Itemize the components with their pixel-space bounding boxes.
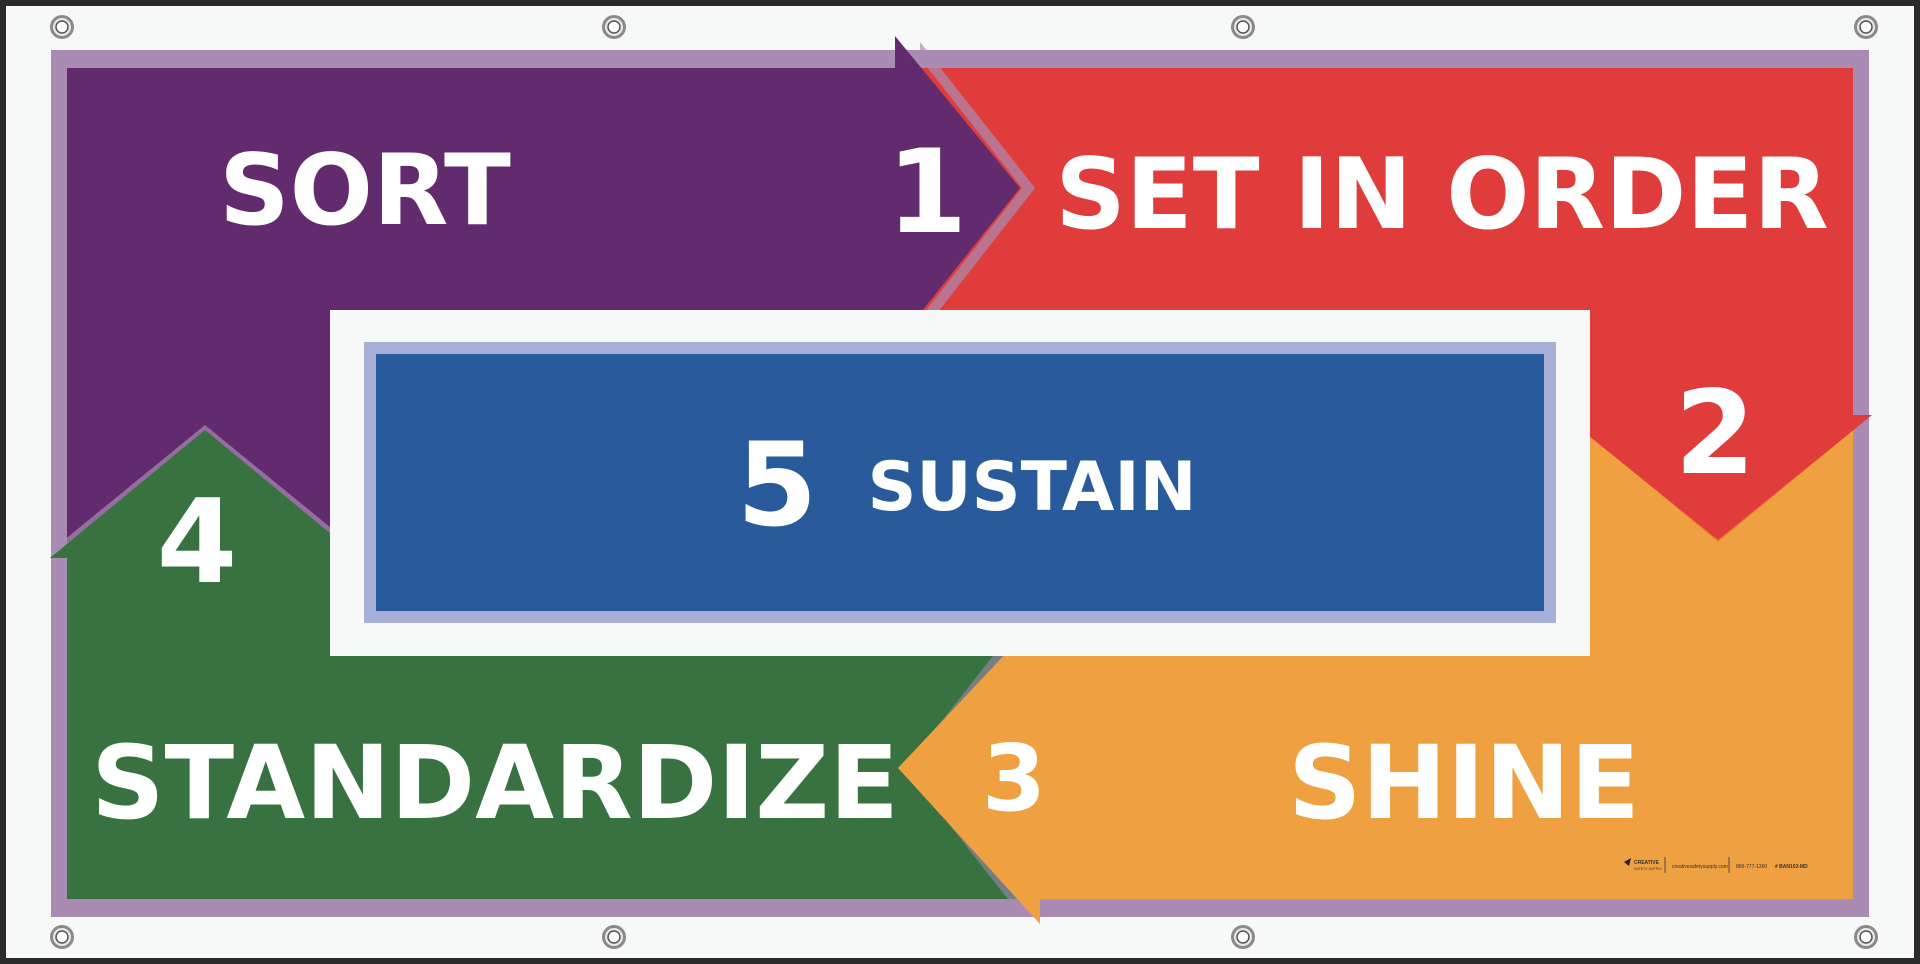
set-in-order-panel — [903, 68, 1853, 418]
grommet — [1231, 15, 1255, 39]
grommet — [1231, 925, 1255, 949]
grommet — [50, 15, 74, 39]
step-4-label: STANDARDIZE — [91, 724, 899, 843]
step-3-label: SHINE — [1288, 724, 1640, 843]
grommet — [1854, 15, 1878, 39]
shine-panel — [1037, 418, 1853, 899]
footer-phone: 866-777-1360 — [1736, 864, 1767, 870]
brand-logo-icon — [1624, 858, 1631, 866]
step-1-number: 1 — [887, 125, 968, 260]
arrow-1 — [895, 36, 1020, 345]
arrow-2 — [1563, 415, 1872, 540]
arrow-4 — [50, 430, 360, 558]
step-1-label: SORT — [219, 134, 511, 248]
sustain-panel — [376, 354, 1544, 611]
grommet — [602, 925, 626, 949]
step-5-label: SUSTAIN — [867, 448, 1196, 527]
standardize-panel — [67, 557, 1037, 899]
grommet — [50, 925, 74, 949]
footer-brand-sub: SAFETY SUPPLY — [1634, 867, 1663, 871]
grommet — [1854, 925, 1878, 949]
footer-brand: CREATIVE SAFETY SUPPLY creativesafetysup… — [1624, 857, 1808, 873]
step-2-number: 2 — [1675, 366, 1756, 501]
grommets — [50, 15, 1878, 949]
grommet — [602, 15, 626, 39]
footer-website: creativesafetysupply.com — [1672, 864, 1728, 870]
step-5-number: 5 — [737, 418, 818, 553]
step-3-number: 3 — [982, 725, 1046, 832]
arrow-3 — [898, 617, 1040, 924]
step-2-label: SET IN ORDER — [1055, 138, 1829, 252]
footer-product-code: # BAN102-MD — [1775, 864, 1808, 870]
arrow-1-outline — [920, 42, 1035, 335]
footer-brand-name: CREATIVE — [1634, 860, 1660, 866]
step-4-number: 4 — [157, 475, 238, 610]
